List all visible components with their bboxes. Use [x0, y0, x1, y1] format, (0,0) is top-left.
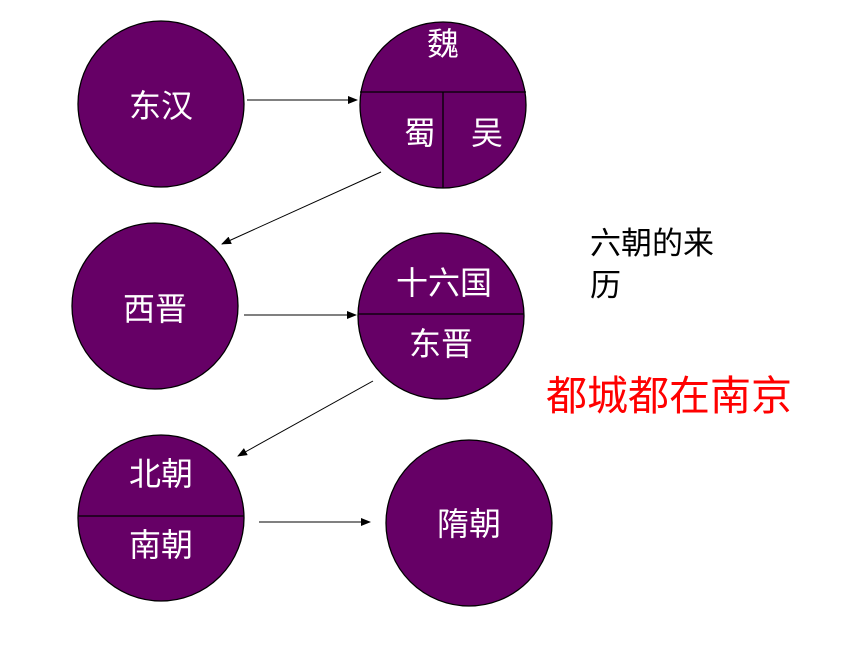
node-shu-label: 蜀 — [404, 114, 436, 152]
node-suichao: 隋朝 — [385, 439, 553, 607]
node-beichao-label: 北朝 — [129, 455, 193, 493]
origin-note-line2: 历 — [590, 268, 621, 304]
node-sanguo: 魏 蜀 吴 — [359, 21, 527, 189]
node-donghan: 东汉 — [77, 20, 245, 188]
node-wu-label: 吴 — [471, 114, 503, 152]
arrow-dongjin-to-nanbeichao — [237, 380, 374, 457]
node-nanchao-label: 南朝 — [129, 526, 193, 564]
node-wei-label: 魏 — [427, 25, 459, 63]
node-xijin: 西晋 — [71, 222, 239, 390]
node-shiliuguo-dongjin: 十六国 东晋 — [357, 232, 525, 400]
node-donghan-label: 东汉 — [129, 87, 193, 125]
capital-note: 都城都在南京 — [546, 372, 792, 420]
origin-note-line1: 六朝的来 — [590, 226, 714, 262]
node-nanbeichao: 北朝 南朝 — [77, 434, 245, 602]
arrow-sanguo-to-xijin — [221, 171, 382, 245]
node-dongjin-label: 东晋 — [409, 325, 473, 363]
node-xijin-label: 西晋 — [123, 290, 187, 328]
node-suichao-label: 隋朝 — [437, 505, 501, 543]
node-shiliuguo-label: 十六国 — [396, 264, 492, 302]
